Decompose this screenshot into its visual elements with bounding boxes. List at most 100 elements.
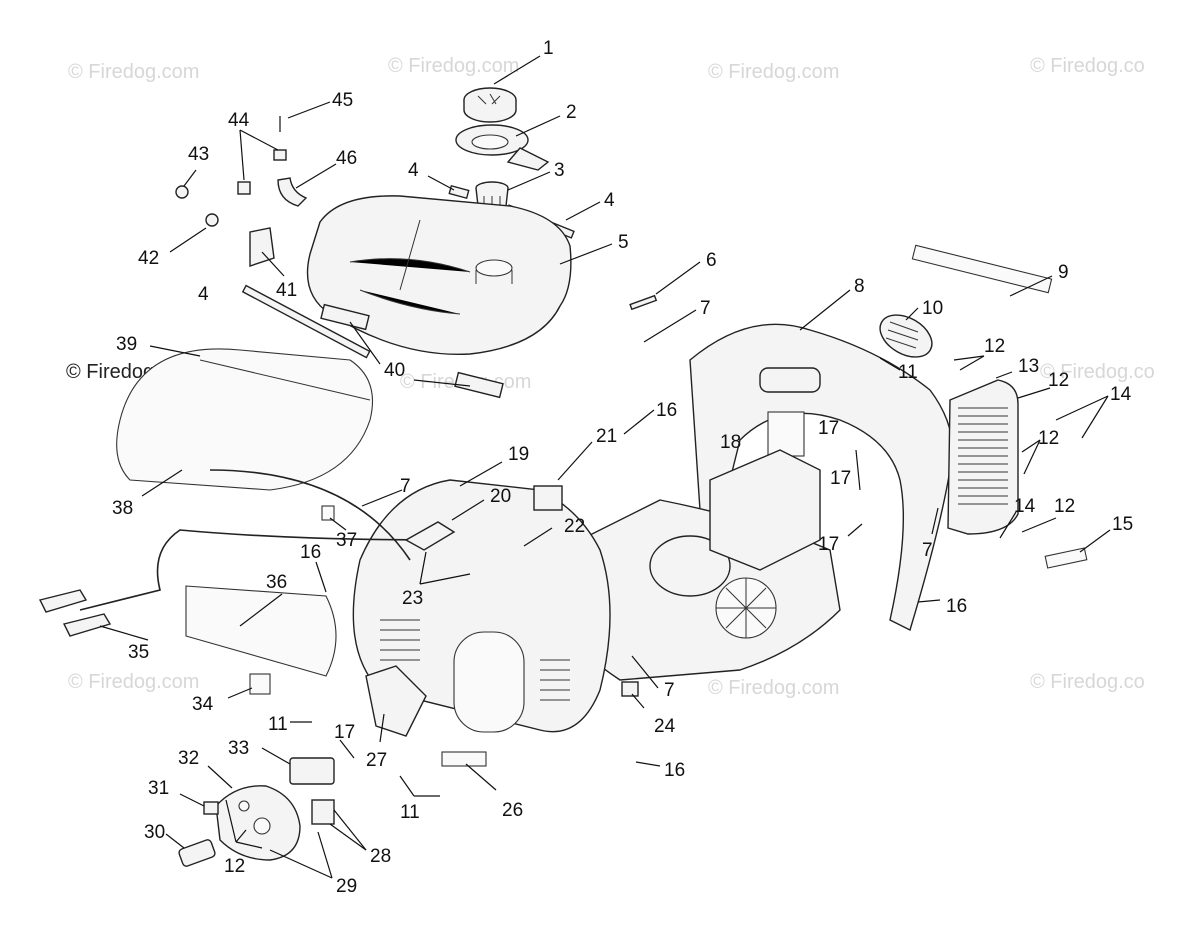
- callout-38: 38: [112, 498, 133, 519]
- switch-31-part: [203, 801, 219, 815]
- callout-33: 33: [228, 738, 249, 759]
- callout-21: 21: [596, 426, 617, 447]
- callout-39: 39: [116, 334, 137, 355]
- callout-42: 42: [138, 248, 159, 269]
- callout-12-right-upper: 12: [1048, 370, 1069, 391]
- callout-4-right: 4: [604, 190, 615, 211]
- watermark-1: © Firedog.com: [68, 61, 199, 83]
- decal-37-part: [321, 505, 335, 521]
- callout-8: 8: [854, 276, 865, 297]
- watermark-8: © Firedog.com: [68, 671, 199, 693]
- watermark-10: © Firedog.com: [708, 677, 839, 699]
- callout-9: 9: [1058, 262, 1069, 283]
- callout-7-mid: 7: [400, 476, 411, 497]
- callout-12-bottom-left: 12: [224, 856, 245, 877]
- hose-46-part: [277, 177, 308, 207]
- callout-12-right-mid: 12: [1038, 428, 1059, 449]
- pin-part: [629, 294, 658, 311]
- callout-40: 40: [384, 360, 405, 381]
- callout-14-bottom: 14: [1014, 496, 1036, 517]
- callout-35: 35: [128, 642, 149, 663]
- callout-20: 20: [490, 486, 511, 507]
- panel-18-part: [767, 411, 805, 457]
- callout-28: 28: [370, 846, 391, 867]
- callout-19: 19: [508, 444, 529, 465]
- callout-36: 36: [266, 572, 287, 593]
- callout-2: 2: [566, 102, 577, 123]
- callout-7-bottom: 7: [664, 680, 675, 701]
- watermark-3: © Firedog.com: [708, 61, 839, 83]
- callout-4-top: 4: [408, 160, 419, 181]
- callout-18: 18: [720, 432, 741, 453]
- callout-12-top: 12: [984, 336, 1005, 357]
- cushion-strip-left-part: [241, 284, 371, 359]
- callout-37: 37: [336, 530, 357, 551]
- sheet-36-part: [185, 585, 337, 677]
- callout-13: 13: [1018, 356, 1039, 377]
- callout-29: 29: [336, 876, 357, 897]
- block-21-part: [533, 485, 563, 511]
- callout-46: 46: [336, 148, 357, 169]
- callout-27: 27: [366, 750, 387, 771]
- cap-44b-part: [237, 181, 251, 195]
- callout-4-left: 4: [198, 284, 209, 305]
- filler-ring-part: [455, 124, 550, 171]
- bracket-40a-part: [320, 303, 370, 331]
- watermark-11: © Firedog.co: [1030, 671, 1145, 693]
- fitting-42-part: [205, 213, 219, 227]
- parts: [38, 87, 1088, 867]
- callout-30: 30: [144, 822, 165, 843]
- watermark-2: © Firedog.com: [388, 55, 519, 77]
- callout-7-right: 7: [922, 540, 933, 561]
- callout-11-left: 11: [268, 714, 288, 735]
- clip-24-part: [621, 681, 639, 697]
- engine-base-part: [539, 449, 841, 681]
- callout-26: 26: [502, 800, 523, 821]
- tray-part: [116, 348, 374, 491]
- callout-34: 34: [192, 694, 214, 715]
- callout-17-d: 17: [334, 722, 355, 743]
- callout-14-top: 14: [1110, 384, 1132, 405]
- callout-11-top: 11: [898, 362, 918, 383]
- battery-cable-part: [38, 469, 456, 637]
- callout-32: 32: [178, 748, 199, 769]
- bracket-41-part: [249, 227, 275, 267]
- nut-43-part: [175, 185, 189, 199]
- decal-34-part: [249, 673, 271, 695]
- callout-16-right: 16: [946, 596, 967, 617]
- callout-10: 10: [922, 298, 943, 319]
- decal-15-part: [1044, 547, 1088, 569]
- callout-3: 3: [554, 160, 565, 181]
- callout-44: 44: [228, 110, 250, 131]
- callout-1: 1: [543, 38, 554, 59]
- decal-26-part: [441, 751, 487, 767]
- callout-17-a: 17: [818, 418, 839, 439]
- bracket-40b-part: [454, 371, 504, 399]
- callout-31: 31: [148, 778, 169, 799]
- callout-numbers: 1 2 3 4 4 4 5 6 7 7 7 7 8 9 10 11 11 11 …: [112, 38, 1133, 897]
- callout-41: 41: [276, 280, 297, 301]
- leader-lines: [99, 55, 1111, 879]
- callout-22: 22: [564, 516, 585, 537]
- callout-45: 45: [332, 90, 353, 111]
- plug-30-part: [178, 839, 216, 867]
- callout-15: 15: [1112, 514, 1133, 535]
- callout-17-b: 17: [830, 468, 851, 489]
- callout-17-c: 17: [818, 534, 839, 555]
- switch-28-part: [311, 799, 335, 825]
- callout-11-bottom: 11: [400, 802, 420, 823]
- callout-43: 43: [188, 144, 209, 165]
- vent-cap-part: [879, 314, 933, 358]
- callout-16-bottom: 16: [664, 760, 685, 781]
- upper-cover-part: [689, 323, 954, 631]
- fuel-tank-part: [306, 195, 572, 356]
- callout-23: 23: [402, 588, 423, 609]
- cap-44a-part: [273, 149, 287, 161]
- callout-24: 24: [654, 716, 676, 737]
- callout-16-top: 16: [656, 400, 677, 421]
- callout-12-right-lower: 12: [1054, 496, 1075, 517]
- cushion-small-part: [448, 184, 470, 200]
- decal-9-part: [911, 244, 1053, 294]
- fuel-cap-part: [463, 87, 517, 123]
